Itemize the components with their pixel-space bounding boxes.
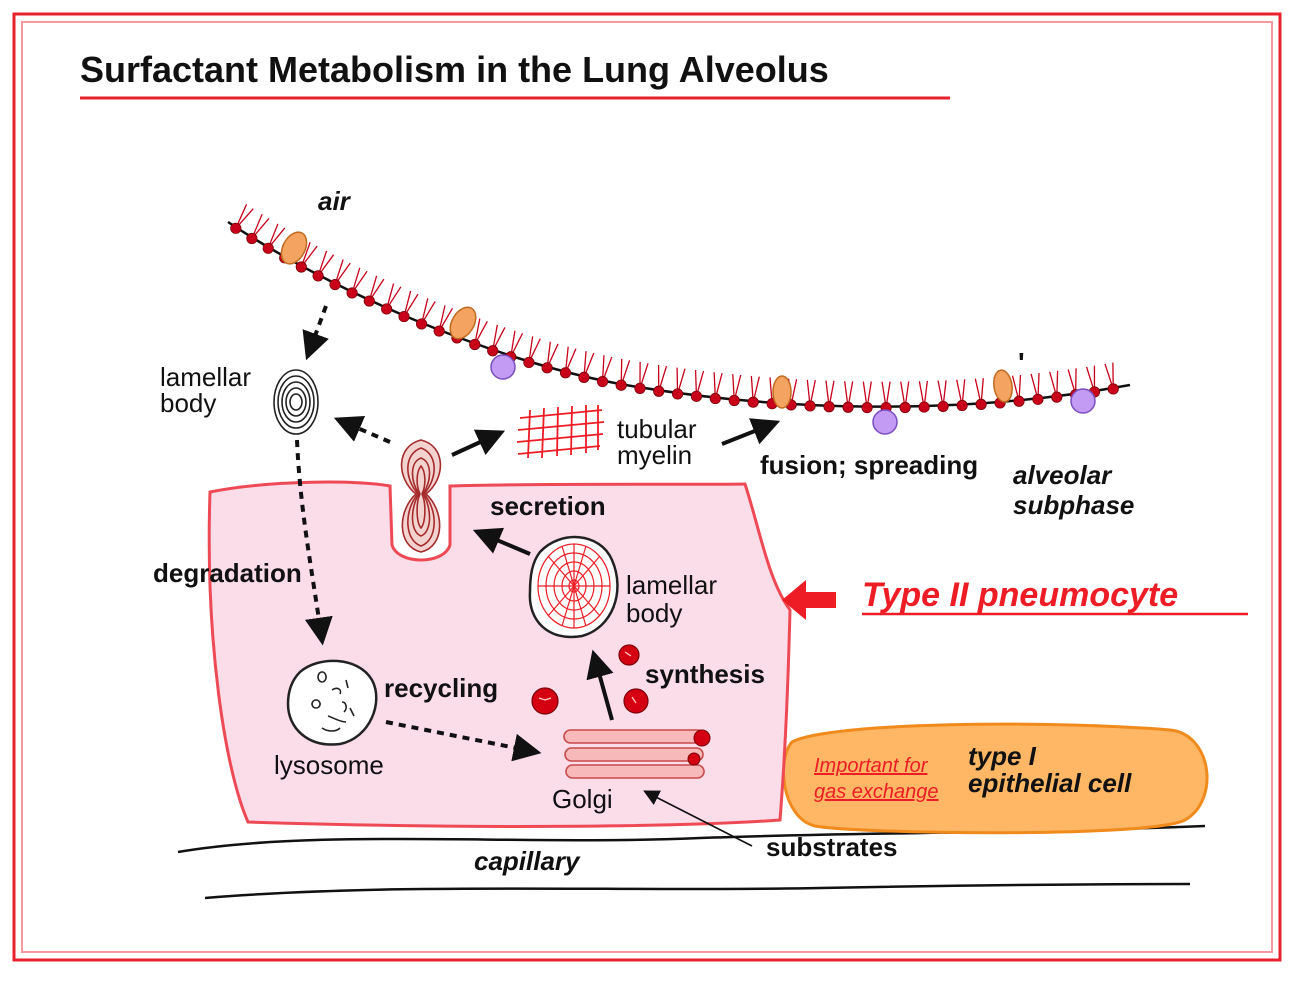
page-title: Surfactant Metabolism in the Lung Alveol… bbox=[80, 49, 829, 90]
label-air: air bbox=[318, 186, 352, 216]
lipid-head bbox=[399, 311, 409, 321]
label-subphase: subphase bbox=[1013, 490, 1134, 520]
label-lysosome: lysosome bbox=[274, 750, 384, 780]
surfactant-protein-purple-3 bbox=[1071, 389, 1095, 413]
label-fusion-spreading: fusion; spreading bbox=[760, 450, 978, 480]
lipid-head bbox=[231, 223, 241, 233]
arrow-fusion-spreading bbox=[722, 423, 775, 444]
lipid-head bbox=[524, 357, 534, 367]
lipid-head bbox=[957, 400, 967, 410]
arrow-secreted-to-lamellar bbox=[339, 420, 390, 442]
tubular-myelin-icon bbox=[517, 405, 604, 458]
lipid-head bbox=[542, 363, 552, 373]
lipid-head bbox=[488, 346, 498, 356]
lipid-head bbox=[364, 296, 374, 306]
lipid-head bbox=[1033, 394, 1043, 404]
label-alveolar: alveolar bbox=[1013, 460, 1113, 490]
label-type-ii-pneumocyte-text: Type II pneumocyte bbox=[862, 576, 1178, 614]
arrow-air-to-lamellar bbox=[308, 306, 326, 355]
lamellar-body-cell-icon bbox=[530, 537, 618, 637]
lipid-head bbox=[805, 401, 815, 411]
lipid-head bbox=[1108, 384, 1118, 394]
lipid-head bbox=[579, 372, 589, 382]
label-secretion: secretion bbox=[490, 491, 606, 521]
lipid-head bbox=[748, 397, 758, 407]
lipid-head bbox=[597, 376, 607, 386]
lipid-head bbox=[263, 243, 273, 253]
lamellar-body-top-icon bbox=[274, 370, 318, 434]
lipid-head bbox=[1052, 392, 1062, 402]
lipid-head bbox=[313, 271, 323, 281]
label-type-i: type I bbox=[968, 741, 1037, 771]
label-substrates: substrates bbox=[766, 832, 898, 862]
lipid-head bbox=[381, 304, 391, 314]
lipid-head bbox=[938, 401, 948, 411]
surfactant-protein-orange-4 bbox=[992, 369, 1014, 403]
lipid-head bbox=[247, 233, 257, 243]
lipid-head bbox=[691, 391, 701, 401]
label-lamellar-body-cell-1: lamellar bbox=[626, 570, 717, 600]
lipid-head bbox=[654, 386, 664, 396]
label-lamellar-body-top-2: body bbox=[160, 388, 216, 418]
label-lamellar-body-cell-2: body bbox=[626, 598, 682, 628]
lipid-head bbox=[862, 402, 872, 412]
lipid-head bbox=[919, 402, 929, 412]
arrow-to-tubular-myelin bbox=[452, 433, 500, 455]
lipid-head bbox=[976, 399, 986, 409]
lipid-head bbox=[330, 279, 340, 289]
tick-mark: ' bbox=[1018, 347, 1025, 378]
label-recycling: recycling bbox=[384, 673, 498, 703]
lipid-molecules bbox=[231, 204, 1119, 413]
golgi-icon bbox=[564, 730, 704, 778]
label-degradation: degradation bbox=[153, 558, 302, 588]
capillary-wall-bottom bbox=[205, 884, 1190, 898]
lipid-head bbox=[1014, 396, 1024, 406]
lipid-head bbox=[296, 262, 306, 272]
lipid-head bbox=[900, 402, 910, 412]
lipid-head bbox=[672, 389, 682, 399]
lysosome-icon bbox=[288, 661, 376, 745]
lipid-head bbox=[416, 319, 426, 329]
lipid-head bbox=[560, 368, 570, 378]
golgi-vesicle-1 bbox=[694, 730, 710, 746]
label-golgi: Golgi bbox=[552, 784, 613, 814]
lipid-head bbox=[710, 393, 720, 403]
lipid-head bbox=[347, 288, 357, 298]
label-epithelial-cell: epithelial cell bbox=[968, 768, 1132, 798]
lipid-head bbox=[824, 402, 834, 412]
surfactant-protein-orange-3 bbox=[773, 376, 791, 408]
lipid-head bbox=[616, 380, 626, 390]
label-synthesis: synthesis bbox=[645, 659, 765, 689]
lipid-head bbox=[470, 339, 480, 349]
surfactant-protein-purple-1 bbox=[491, 355, 515, 379]
label-myelin: myelin bbox=[617, 440, 692, 470]
lipid-head bbox=[729, 395, 739, 405]
label-gas-exchange: gas exchange bbox=[814, 781, 939, 803]
lipid-head bbox=[635, 383, 645, 393]
lipid-head bbox=[843, 402, 853, 412]
secreted-lamellar-body-icon bbox=[402, 440, 441, 552]
golgi-vesicle-2 bbox=[688, 753, 700, 765]
lipid-head bbox=[434, 326, 444, 336]
label-capillary: capillary bbox=[474, 846, 581, 876]
label-type-ii-pneumocyte: Type II pneumocyte bbox=[862, 576, 1178, 614]
label-important-for: Important for bbox=[814, 755, 929, 777]
surfactant-protein-purple-2 bbox=[873, 410, 897, 434]
